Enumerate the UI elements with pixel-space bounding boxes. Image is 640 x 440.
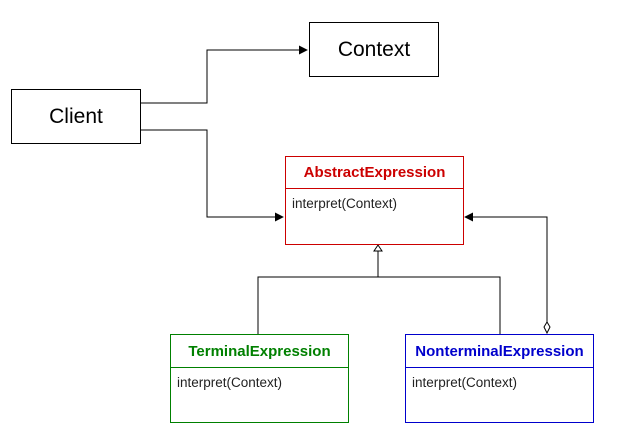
abstract-expression-header: AbstractExpression [286, 157, 463, 189]
terminal-expression-name: TerminalExpression [188, 342, 331, 360]
nonterminal-expression-name: NonterminalExpression [415, 342, 584, 360]
abstract-expression-operation: interpret(Context) [292, 196, 398, 211]
nonterminal-expression-class: NonterminalExpression interpret(Context) [405, 334, 594, 423]
client-to-context-association [141, 45, 308, 104]
terminal-expression-operation: interpret(Context) [177, 375, 283, 390]
client-label: Client [49, 104, 103, 128]
nonterminal-expression-operations: interpret(Context) [406, 368, 593, 390]
generalization-arrowhead [373, 244, 383, 252]
abstract-expression-class: AbstractExpression interpret(Context) [285, 156, 464, 245]
client-box: Client [11, 89, 141, 144]
aggregation-diamond [543, 321, 551, 335]
terminal-expression-header: TerminalExpression [171, 335, 348, 368]
client-to-abstract-association [141, 129, 284, 222]
abstract-expression-operations: interpret(Context) [286, 189, 463, 211]
context-box: Context [309, 22, 439, 77]
terminal-generalization-line [257, 276, 378, 334]
nonterminal-expression-operation: interpret(Context) [412, 375, 518, 390]
terminal-expression-operations: interpret(Context) [171, 368, 348, 390]
nonterminal-expression-header: NonterminalExpression [406, 335, 593, 368]
context-label: Context [337, 37, 411, 61]
abstract-expression-name: AbstractExpression [303, 164, 446, 181]
terminal-expression-class: TerminalExpression interpret(Context) [170, 334, 349, 423]
nonterminal-generalization-line [378, 276, 501, 334]
aggregation-line [464, 212, 548, 322]
